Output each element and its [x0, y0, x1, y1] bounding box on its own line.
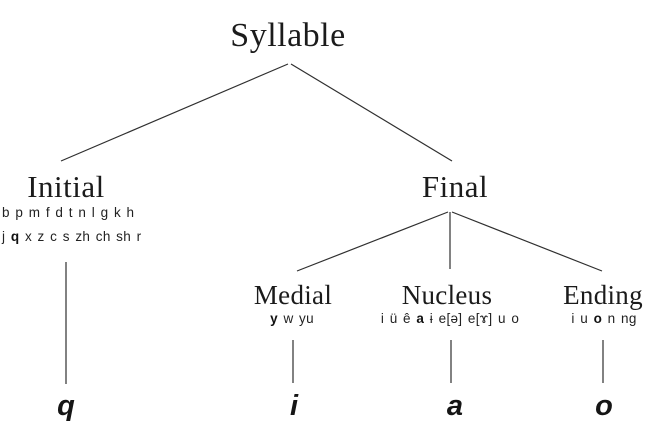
medial-phonemes: y w yu [270, 311, 314, 327]
initial-phonemes-row1: b p m f d t n l g k h [2, 205, 134, 220]
node-nucleus-label: Nucleus [401, 280, 493, 310]
initial-phonemes-row2: j q x z c s zh ch sh r [2, 229, 141, 244]
medial-phonemes-bold: y [270, 311, 278, 326]
nucleus-phonemes: i ü ê a ɨ e[ə] e[ɤ] u o [380, 311, 520, 327]
initial-phonemes-row2-bold: q [10, 229, 20, 244]
ending-phonemes: i u o n ng [571, 311, 637, 327]
example-medial-i: i [289, 390, 299, 422]
node-ending-label: Ending [563, 280, 643, 310]
initial-phonemes-row1-text: b p m f d t n l g k h [2, 205, 135, 220]
ending-phonemes-bold: o [593, 311, 603, 326]
ending-phonemes-post: n ng [602, 311, 637, 326]
initial-phonemes-row2-pre: j [2, 229, 11, 244]
initial-phonemes-row2-post: x z c s zh ch sh r [19, 229, 142, 244]
edge-final-to-ending [451, 211, 603, 272]
example-ending-o: o [595, 390, 613, 422]
edge-final-to-medial [296, 211, 449, 272]
nucleus-phonemes-pre: i ü ê [380, 311, 417, 326]
node-medial-label: Medial [253, 280, 333, 310]
nucleus-phonemes-post: ɨ e[ə] e[ɤ] u o [424, 311, 520, 326]
node-initial-label: Initial [27, 169, 105, 204]
edge-syllable-to-final [290, 63, 453, 162]
root-node-syllable: Syllable [230, 17, 346, 54]
medial-phonemes-post: w yu [277, 311, 314, 326]
nucleus-phonemes-bold: a [416, 311, 425, 326]
ending-phonemes-pre: i u [571, 311, 594, 326]
edge-syllable-to-initial [60, 63, 289, 162]
example-initial-q: q [57, 390, 75, 422]
node-final-label: Final [421, 169, 489, 204]
example-nucleus-a: a [446, 390, 464, 422]
